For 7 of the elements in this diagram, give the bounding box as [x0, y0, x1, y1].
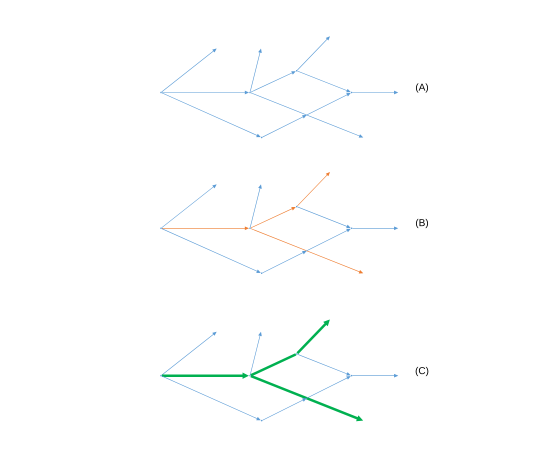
arrow: [297, 172, 330, 206]
arrow: [250, 48, 262, 92]
panel-label: (C): [416, 366, 428, 376]
panel-label: (A): [416, 83, 428, 93]
panel-label: (B): [416, 218, 428, 228]
line: [250, 353, 296, 376]
arrow: [297, 36, 330, 70]
